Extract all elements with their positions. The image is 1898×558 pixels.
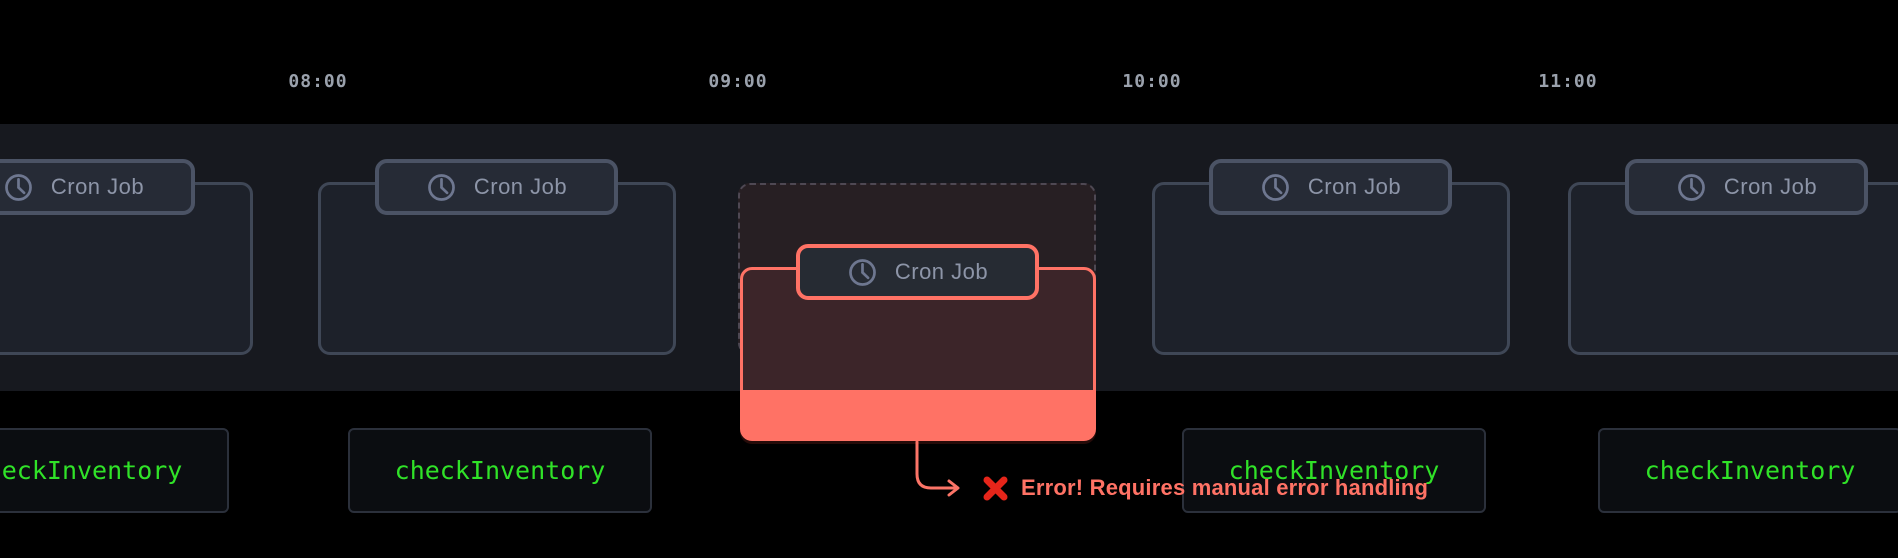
badge-label: Cron Job (50, 174, 145, 199)
time-label-0800: 08:00 (288, 71, 348, 92)
error-annotation: Error! Requires manual error handling (982, 472, 1428, 504)
cron-job-badge-error: Cron Job (796, 244, 1039, 300)
cron-job-badge: Cron Job (375, 159, 618, 215)
clock-icon (1261, 173, 1289, 201)
function-name: checkInventory (1228, 456, 1440, 485)
cron-job-node: checkInventory Cron Job (0, 0, 253, 558)
function-name-box: checkInventory (1182, 428, 1486, 513)
error-message: Error! Requires manual error handling (1021, 475, 1429, 500)
cron-job-node-error: checkInventory Cron Job (738, 0, 1096, 558)
cron-job-badge: Cron Job (1625, 159, 1868, 215)
cron-job-node: checkInventory Cron Job (1152, 0, 1510, 558)
clock-icon (4, 173, 32, 201)
badge-label: Cron Job (1307, 174, 1402, 199)
time-label-1100: 11:00 (1538, 71, 1598, 92)
cron-job-badge: Cron Job (0, 159, 195, 215)
elbow-arrow-icon (915, 441, 960, 497)
function-name-box: checkInventory (0, 428, 229, 513)
function-name: checkInventory (0, 456, 183, 485)
function-name-box: checkInventory (348, 428, 652, 513)
badge-label: Cron Job (473, 174, 568, 199)
badge-label: Cron Job (894, 259, 989, 284)
function-name: checkInventory (394, 456, 606, 485)
cron-job-node: checkInventory Cron Job (1568, 0, 1898, 558)
time-label-0900: 09:00 (708, 71, 768, 92)
clock-icon (848, 258, 876, 286)
cron-job-badge: Cron Job (1209, 159, 1452, 215)
badge-label: Cron Job (1723, 174, 1818, 199)
function-name: checkInventory (1644, 456, 1856, 485)
function-name-box: checkInventory (1598, 428, 1898, 513)
time-label-1000: 10:00 (1122, 71, 1182, 92)
cross-mark-icon (983, 476, 1008, 500)
clock-icon (1677, 173, 1705, 201)
cron-job-node: checkInventory Cron Job (318, 0, 676, 558)
clock-icon (427, 173, 455, 201)
